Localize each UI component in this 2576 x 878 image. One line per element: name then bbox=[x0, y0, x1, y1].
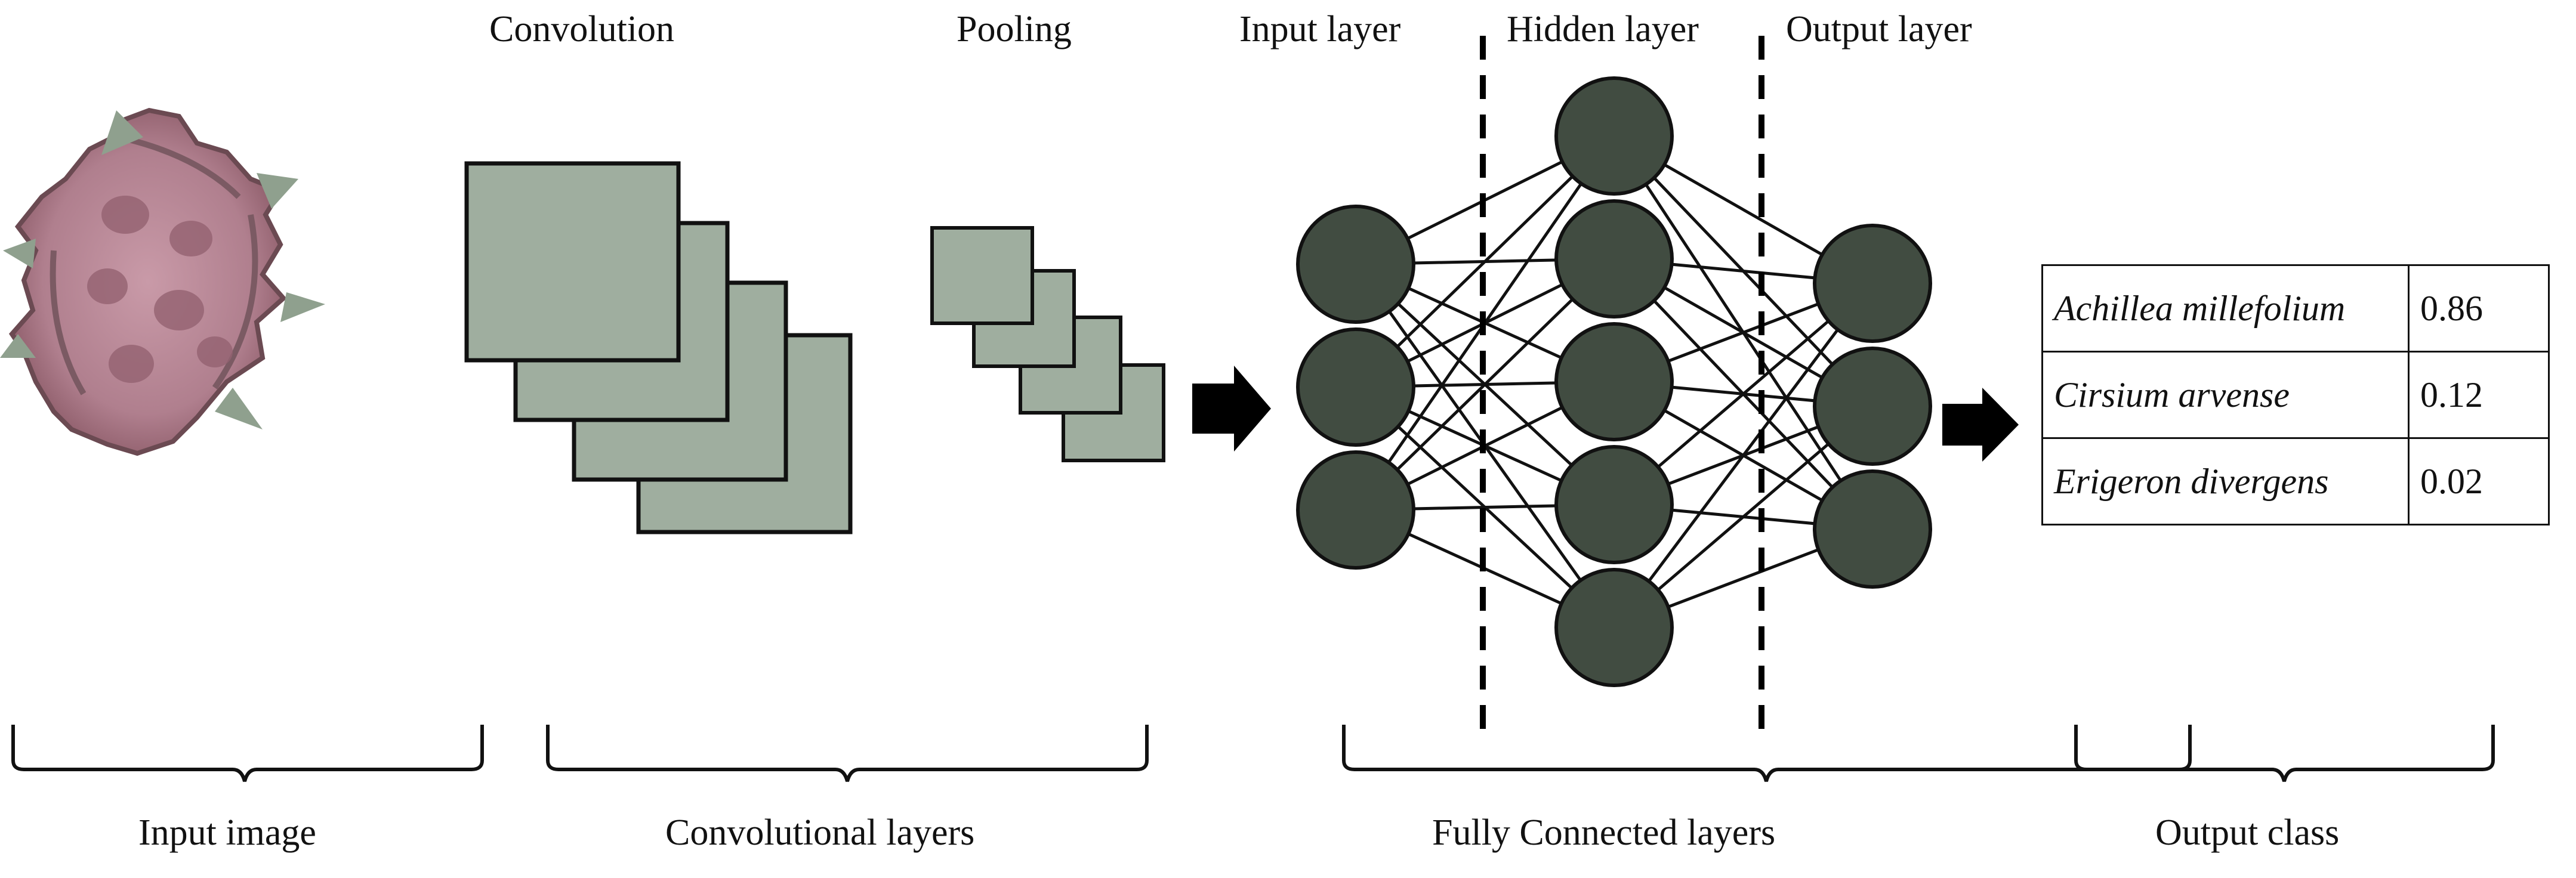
input-image-label: Input image bbox=[138, 812, 316, 853]
hidden-layer-label: Hidden layer bbox=[1507, 9, 1699, 50]
convolution-feature-maps bbox=[464, 161, 853, 534]
pollen-grain-icon bbox=[0, 107, 325, 456]
input-image-brace bbox=[11, 725, 484, 782]
output-class-brace bbox=[2074, 725, 2495, 782]
network-nodes bbox=[1296, 76, 1932, 687]
braces bbox=[11, 725, 2495, 782]
convolutional-layers-brace bbox=[546, 725, 1149, 782]
hidden-node bbox=[1554, 568, 1674, 687]
output-class-label: Output class bbox=[2155, 812, 2340, 853]
class-probability: 0.86 bbox=[2407, 264, 2550, 353]
fully-connected-layers-brace bbox=[1342, 725, 2192, 782]
input-node bbox=[1296, 205, 1415, 324]
table-row: Cirsium arvense 0.12 bbox=[2041, 351, 2550, 439]
output-node bbox=[1813, 347, 1932, 466]
input-node bbox=[1296, 327, 1415, 447]
table-row: Erigeron divergens 0.02 bbox=[2041, 437, 2550, 525]
convolutional-layers-label: Convolutional layers bbox=[665, 812, 975, 853]
class-probability: 0.02 bbox=[2407, 437, 2550, 525]
feature-map-1 bbox=[464, 161, 681, 363]
input-node bbox=[1296, 450, 1415, 570]
convolution-label: Convolution bbox=[489, 9, 675, 50]
hidden-node bbox=[1554, 322, 1674, 441]
hidden-node bbox=[1554, 199, 1674, 319]
class-probability: 0.12 bbox=[2407, 351, 2550, 439]
class-name: Erigeron divergens bbox=[2041, 437, 2410, 525]
pooling-feature-maps bbox=[930, 226, 1165, 462]
output-node bbox=[1813, 224, 1932, 343]
right-arrow-icon bbox=[1942, 388, 2019, 462]
pooling-label: Pooling bbox=[957, 9, 1072, 50]
connection-line bbox=[1613, 282, 1874, 629]
connection-line bbox=[1355, 135, 1615, 388]
class-name: Achillea millefolium bbox=[2041, 264, 2410, 353]
right-arrow-icon bbox=[1192, 366, 1271, 452]
class-name: Cirsium arvense bbox=[2041, 351, 2410, 439]
hidden-node bbox=[1554, 445, 1674, 564]
output-node bbox=[1813, 469, 1932, 589]
input-layer-label: Input layer bbox=[1239, 9, 1401, 50]
fully-connected-layers-label: Fully Connected layers bbox=[1432, 812, 1776, 853]
output-class-table: Achillea millefolium 0.86 Cirsium arvens… bbox=[2041, 264, 2550, 525]
hidden-node bbox=[1554, 76, 1674, 196]
pooled-map-1 bbox=[930, 226, 1034, 325]
output-layer-label: Output layer bbox=[1786, 9, 1972, 50]
connection-line bbox=[1355, 258, 1615, 511]
table-row: Achillea millefolium 0.86 bbox=[2041, 264, 2550, 353]
